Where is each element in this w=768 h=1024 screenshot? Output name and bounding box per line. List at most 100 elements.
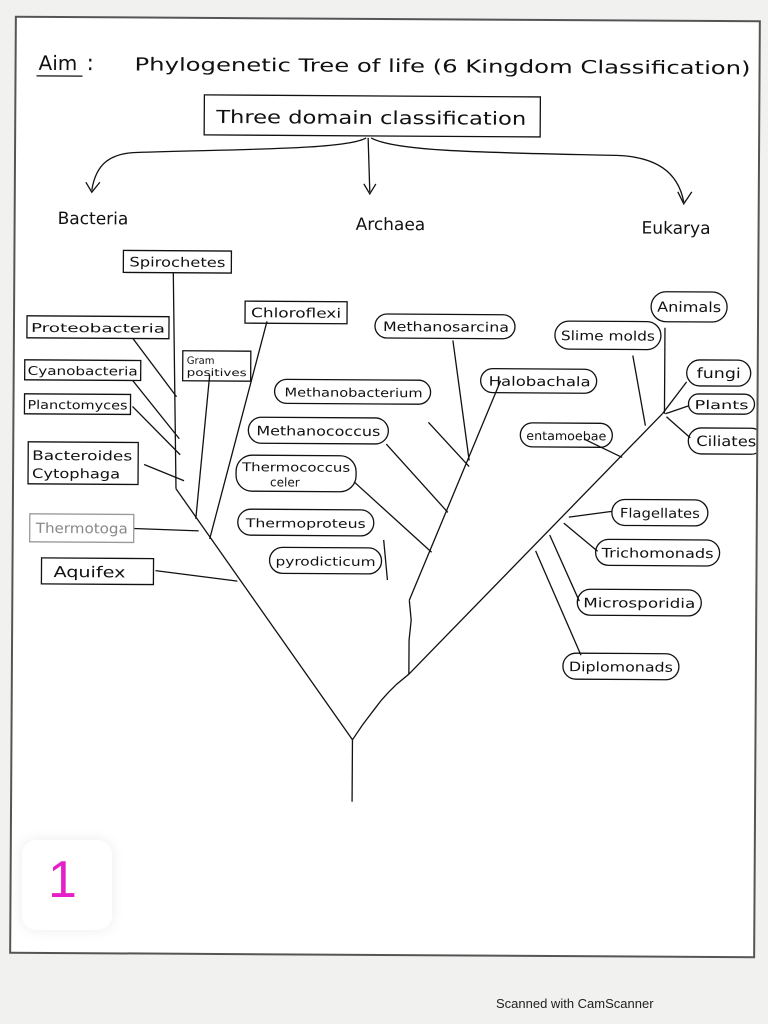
oval-thermoproteus [237, 508, 375, 537]
archaea-main-branch [408, 380, 502, 601]
diplomonads-branch [535, 550, 582, 656]
oval-trichomonads [594, 538, 721, 567]
label-microsporidia: Microsporidia [583, 596, 695, 612]
aim-label: Aim [39, 51, 78, 75]
label-thermoproteus: Thermoproteus [244, 516, 365, 531]
oval-slime-molds [554, 320, 662, 351]
box-proteobacteria [26, 315, 170, 340]
cyanobacteria-branch [132, 380, 180, 440]
oval-methanobacterium [273, 378, 432, 405]
label-cytophaga: Cytophaga [32, 467, 120, 483]
label-ciliates: Ciliates [696, 434, 756, 450]
label-diplomonads: Diplomonads [569, 660, 673, 676]
label-pyrodicticum: pyrodicticum [276, 554, 376, 569]
root-box-label: Three domain classification [215, 107, 526, 130]
aim-colon: : [87, 51, 95, 76]
oval-ciliates [687, 427, 759, 455]
entamoebae-branch [584, 438, 623, 459]
label-thermococcus: Thermococcus [241, 460, 350, 475]
planctomyces-branch [132, 405, 181, 456]
thermococcus-branch [353, 481, 433, 553]
label-plants: Plants [694, 398, 748, 412]
label-gram: Gram [187, 356, 215, 367]
oval-methanococcus [247, 416, 389, 445]
fungi-branch [661, 381, 688, 415]
ciliates-branch [666, 416, 691, 439]
box-planctomyces [23, 393, 132, 416]
animals-branch [663, 327, 666, 414]
oval-animals [650, 291, 728, 323]
root-box [203, 94, 542, 138]
scanner-watermark: Scanned with CamScanner [496, 996, 654, 1011]
slime-molds-branch [632, 355, 647, 426]
plants-branch [665, 405, 689, 415]
arrow-bacteria [85, 181, 101, 194]
label-planctomyces: Planctomyces [27, 398, 127, 413]
oval-plants [687, 393, 756, 415]
label-proteobacteria: Proteobacteria [31, 321, 165, 336]
flagellates-branch [568, 510, 612, 518]
oval-halobacteria [480, 368, 598, 394]
domain-eukarya: Eukarya [642, 219, 711, 239]
phylogenetic-tree-diagram: Aim : Phylogenetic Tree of life (6 Kingd… [23, 51, 759, 802]
label-aquifex: Aquifex [53, 563, 125, 581]
chloroflexi-branch [209, 321, 268, 540]
branch-archaea [367, 137, 371, 192]
label-celer: celer [270, 475, 300, 489]
arrow-eukarya [677, 191, 693, 206]
methanosarcina-branch [452, 340, 470, 461]
label-methanosarcina: Methanosarcina [383, 320, 509, 336]
box-cyanobacteria [23, 359, 142, 382]
oval-microsporidia [576, 588, 702, 617]
box-bacteroides [27, 441, 139, 486]
aquifex-branch [155, 569, 238, 582]
box-gram-positives [181, 350, 252, 382]
label-flagellates: Flagellates [620, 506, 700, 521]
microsporidia-branch [549, 534, 580, 602]
box-aquifex [40, 557, 155, 586]
oval-pyrodicticum [268, 546, 383, 575]
bacteria-main-branch [175, 488, 353, 741]
page-number-badge: 1 [22, 840, 112, 930]
label-trichomonads: Trichomonads [600, 546, 714, 562]
spirochetes-branch [172, 272, 177, 489]
archaea-eukarya-trunk [351, 600, 412, 741]
oval-diplomonads [562, 652, 680, 681]
oval-entamoebae [519, 422, 613, 448]
label-thermotoga: Thermotoga [35, 521, 128, 538]
label-cyanobacteria: Cyanobacteria [28, 364, 138, 379]
proteobacteria-branch [132, 338, 178, 398]
trichomonads-branch [563, 522, 599, 552]
box-chloroflexi [244, 300, 348, 325]
label-slime-molds: Slime molds [561, 329, 655, 345]
oval-fungi [686, 359, 752, 387]
gram-positives-branch [195, 374, 211, 519]
label-halobacteria: Halobachala [489, 375, 591, 391]
domain-archaea: Archaea [356, 215, 426, 235]
eukarya-main-branch [408, 413, 663, 675]
bacteroides-branch [143, 463, 185, 482]
thermotoga-branch [133, 527, 199, 532]
box-thermotoga [29, 513, 135, 544]
box-spirochetes [122, 249, 233, 274]
label-animals: Animals [657, 300, 721, 316]
label-methanococcus: Methanococcus [256, 424, 380, 440]
oval-flagellates [611, 498, 709, 527]
methanococcus-branch [385, 443, 449, 513]
label-spirochetes: Spirochetes [129, 255, 225, 271]
page-number: 1 [48, 851, 77, 909]
thermoproteus-branch [383, 539, 389, 581]
page-title: Phylogenetic Tree of life (6 Kingdom Cla… [135, 54, 751, 79]
methanobacterium-branch [427, 421, 470, 467]
label-bacteroides: Bacteroides [32, 449, 132, 465]
label-chloroflexi: Chloroflexi [251, 306, 341, 322]
branch-bacteria [91, 137, 367, 191]
branch-eukarya [370, 137, 685, 202]
domain-bacteria: Bacteria [58, 209, 129, 229]
label-entamoebae: entamoebae [526, 429, 606, 443]
oval-methanosarcina [374, 313, 516, 340]
label-methanobacterium: Methanobacterium [285, 385, 423, 400]
oval-thermococcus [235, 454, 357, 493]
label-fungi: fungi [697, 366, 741, 382]
label-positives: positives [187, 368, 247, 379]
